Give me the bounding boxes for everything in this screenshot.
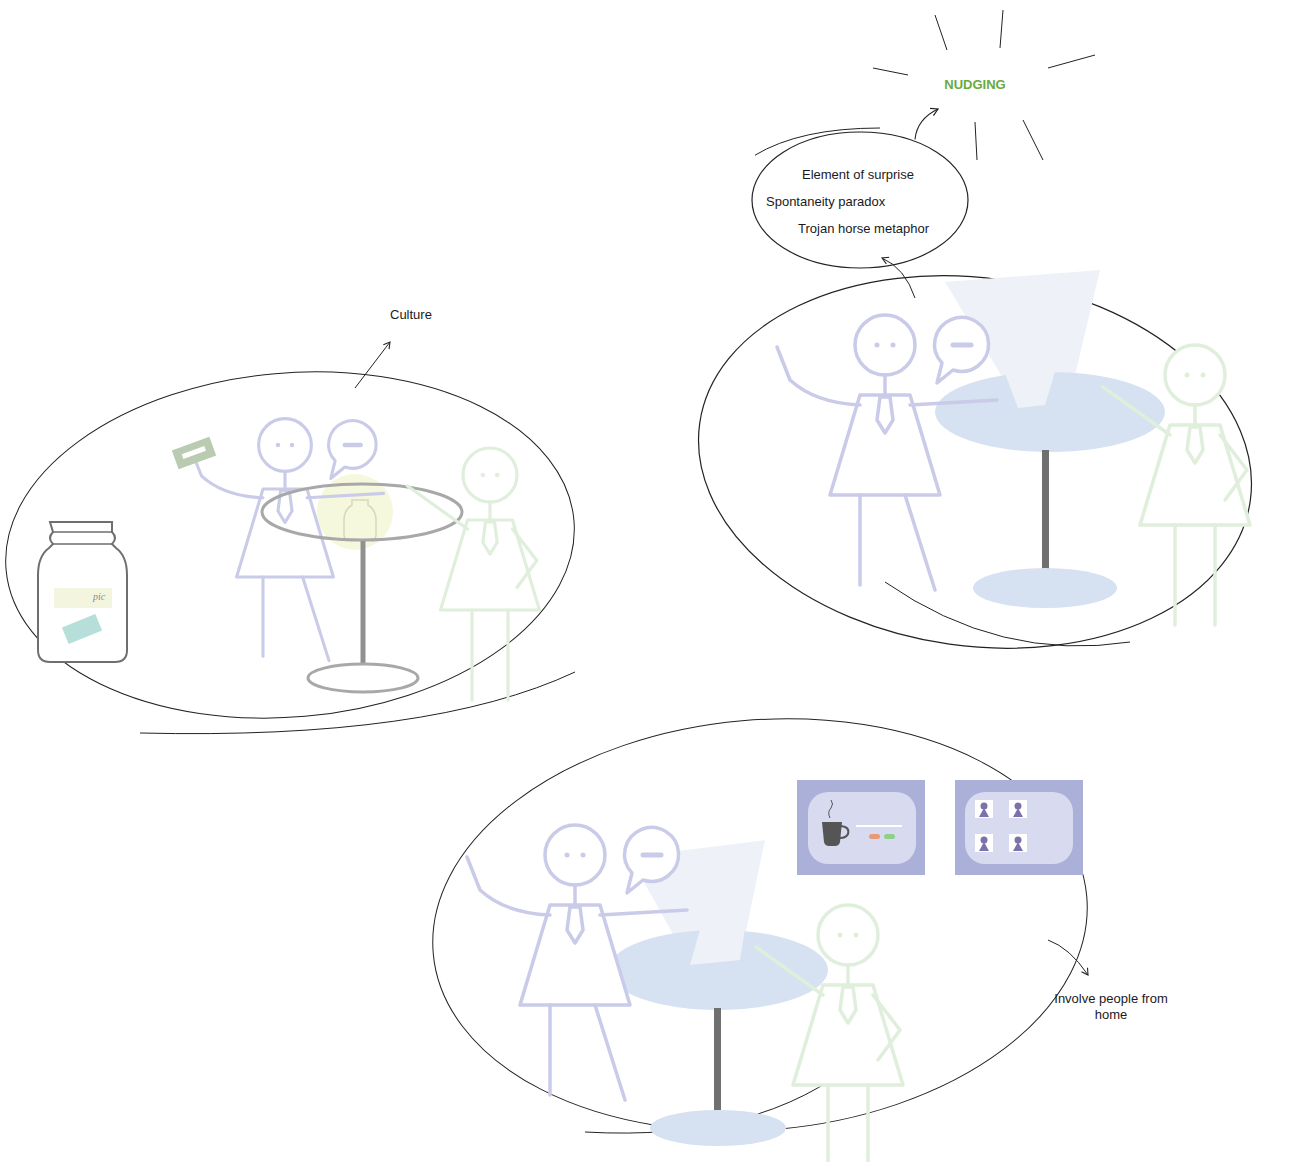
person-figure — [777, 315, 997, 590]
sketch-stroke — [755, 128, 880, 155]
jar — [38, 522, 127, 662]
scene-label: Culture — [390, 307, 432, 323]
leader-arrow — [1048, 940, 1088, 975]
jar-label — [54, 588, 112, 608]
projection-beam — [690, 928, 745, 965]
scene-culture — [0, 342, 589, 741]
scene-remote — [415, 692, 1104, 1162]
ellipse-node: Element of surpriseSpontaneity paradoxTr… — [750, 130, 970, 270]
table-base — [650, 1110, 786, 1146]
person-figure — [756, 905, 903, 1162]
scene-outline-stroke — [140, 672, 575, 734]
burst-ray — [873, 68, 908, 75]
scene-outline — [0, 349, 589, 741]
scene-nudging — [674, 241, 1276, 683]
jar-note — [62, 614, 102, 644]
burst-node: NUDGING — [900, 40, 1060, 125]
key-concept: NUDGING — [900, 77, 1050, 93]
concept-item: Trojan horse metaphor — [798, 221, 929, 237]
burst-ray — [935, 15, 947, 50]
jar-label-text: pic — [93, 591, 105, 603]
screen-coffee — [797, 780, 925, 875]
burst-ray — [975, 122, 977, 160]
burst-ray — [1023, 120, 1043, 160]
scene-label: Involve people from home — [1050, 991, 1172, 1023]
leader-arrow — [355, 342, 390, 388]
table-base — [308, 664, 418, 692]
burst-ray — [1048, 55, 1095, 68]
small-jar — [344, 500, 376, 540]
table-top — [262, 484, 462, 540]
burst-ray — [1000, 10, 1003, 48]
person-figure — [1103, 345, 1250, 625]
note-card-line — [182, 446, 206, 459]
scene-outline — [674, 241, 1276, 683]
projection-beam — [1000, 355, 1060, 408]
connector-arrow — [915, 109, 938, 139]
concept-item: Spontaneity paradox — [766, 194, 885, 210]
table-stem — [361, 541, 366, 665]
concept-item: Element of surprise — [802, 167, 914, 183]
scene-outline — [415, 692, 1104, 1158]
screen-video-call — [955, 780, 1083, 875]
note-card — [172, 437, 216, 469]
table-base — [973, 568, 1117, 608]
person-figure — [467, 825, 687, 1100]
table-stem — [714, 1008, 721, 1128]
ellipse-outline — [752, 132, 968, 268]
person-figure — [407, 448, 539, 700]
